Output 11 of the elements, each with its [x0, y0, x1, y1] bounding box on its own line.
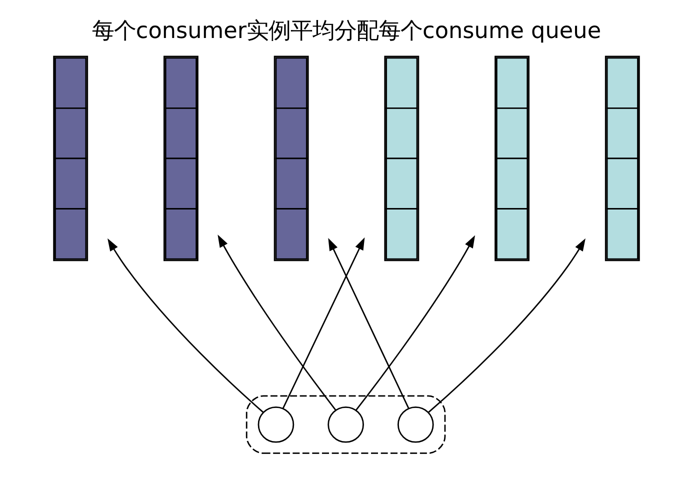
arrow: [282, 236, 365, 408]
node-person: [328, 406, 364, 442]
diagram-title: 每个consumer实例平均分配每个consume queue: [92, 18, 602, 44]
arrow: [355, 234, 476, 410]
arrow: [428, 238, 586, 412]
arrow: [328, 237, 410, 408]
arrow: [218, 234, 336, 410]
node-person: [258, 406, 294, 442]
cluster: [246, 394, 446, 454]
node-person: [398, 406, 434, 442]
arrow: [108, 238, 264, 412]
